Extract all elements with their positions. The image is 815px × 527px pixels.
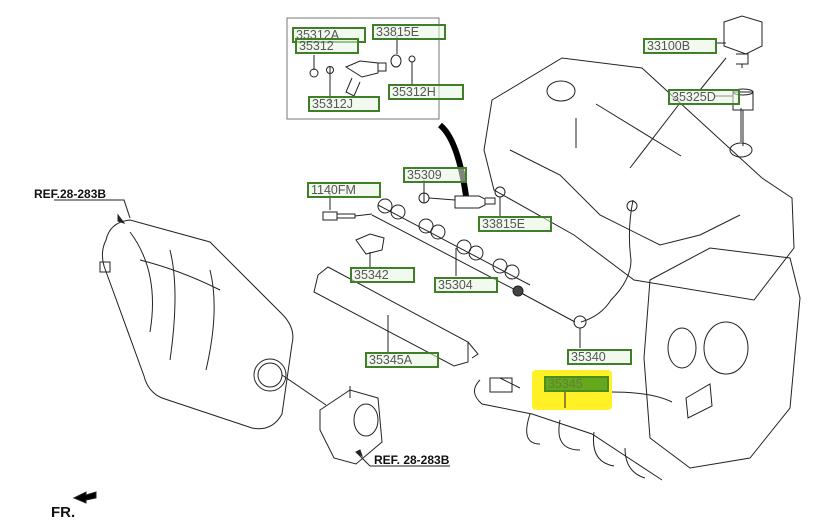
oring-part — [390, 54, 402, 68]
reference-link-bottom[interactable]: REF. 28-283B — [374, 453, 450, 467]
part-label-35345A[interactable]: 35345A — [365, 352, 439, 368]
fuel-line — [437, 122, 469, 197]
injector-cover — [313, 266, 479, 367]
engine-block — [643, 247, 801, 469]
part-label-33815E[interactable]: 33815E — [478, 216, 552, 232]
fuel-pump — [723, 15, 763, 65]
part-label-35312J[interactable]: 35312J — [308, 96, 380, 112]
pressure-sensor — [355, 233, 385, 255]
part-label-35312[interactable]: 35312 — [295, 38, 359, 54]
part-label-35309[interactable]: 35309 — [403, 167, 467, 183]
nut-part — [309, 68, 319, 78]
front-orientation-label: FR. — [51, 504, 76, 521]
pump-mount — [729, 142, 753, 158]
part-label-35304[interactable]: 35304 — [434, 277, 498, 293]
intake-manifold — [101, 219, 294, 430]
injector — [454, 195, 496, 209]
throttle-port — [253, 358, 287, 392]
engine-head — [483, 57, 795, 301]
part-label-35312H[interactable]: 35312H — [388, 84, 464, 100]
part-label-35345-highlighted[interactable]: 35345 — [544, 376, 609, 392]
throttle-body — [319, 389, 383, 465]
part-label-1140FM[interactable]: 1140FM — [307, 182, 381, 198]
hp-pipe — [580, 199, 634, 323]
wiring-harness — [474, 377, 663, 481]
pressure-fitting — [512, 285, 524, 297]
part-label-33100B[interactable]: 33100B — [643, 38, 717, 54]
part-label-35340[interactable]: 35340 — [567, 349, 632, 365]
clip-part — [408, 55, 416, 63]
part-label-35325D[interactable]: 35325D — [668, 89, 740, 105]
reference-link-top[interactable]: REF.28-283B — [34, 187, 107, 201]
inset-box — [286, 17, 440, 120]
front-arrow-icon — [72, 491, 97, 504]
part-label-33815E-inset[interactable]: 33815E — [372, 24, 446, 40]
bolt-part — [322, 211, 356, 221]
injector-part — [344, 60, 387, 97]
part-label-35342[interactable]: 35342 — [350, 267, 415, 283]
